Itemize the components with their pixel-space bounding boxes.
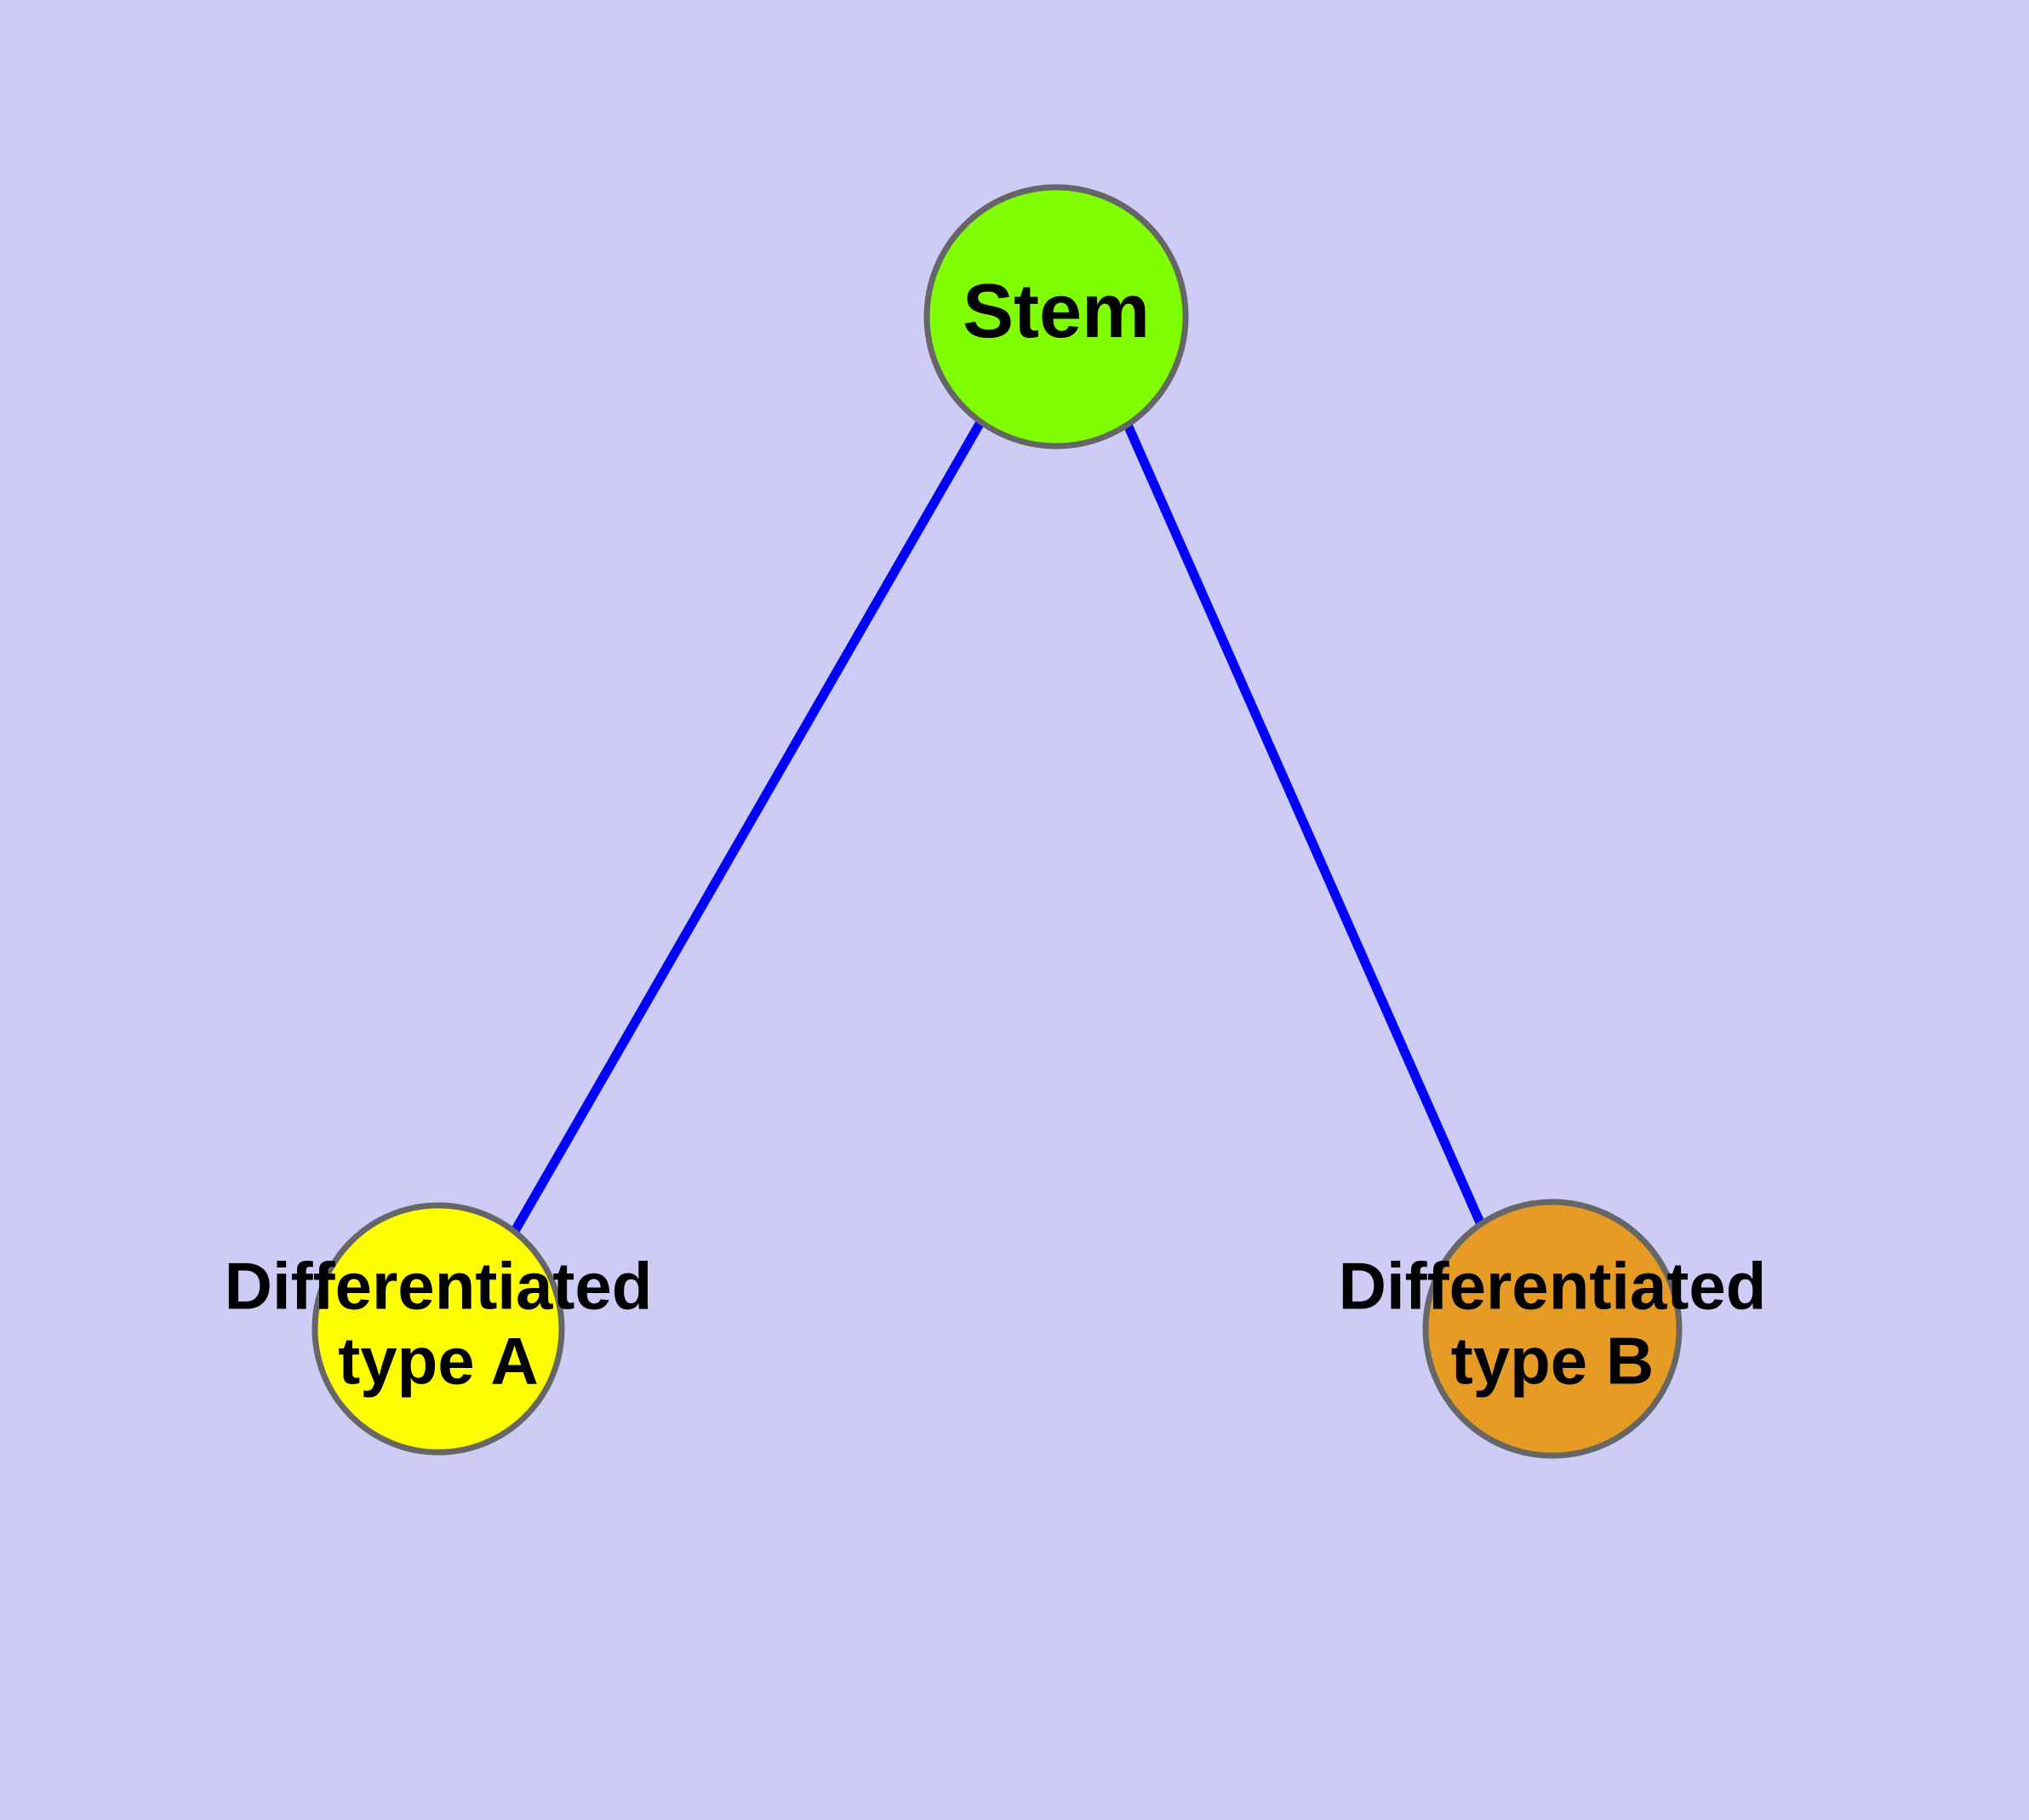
node-label-stem: Stem bbox=[963, 269, 1150, 354]
edge-stem-to-diff-a bbox=[511, 420, 985, 1233]
node-label-line-diff_b-0: Differentiated bbox=[1339, 1249, 1767, 1324]
node-circle-diff_a[interactable] bbox=[311, 1202, 565, 1456]
edges-layer bbox=[511, 420, 1488, 1233]
node-label-line-diff_a-1: type A bbox=[338, 1324, 539, 1399]
node-label-line-diff_b-1: type B bbox=[1451, 1324, 1654, 1399]
edge-stem-to-diff-b bbox=[1123, 422, 1488, 1231]
node-label-line-stem-0: Stem bbox=[963, 269, 1150, 354]
node-circle-diff_b[interactable] bbox=[1422, 1199, 1683, 1459]
nodes-layer bbox=[311, 184, 1683, 1459]
node-circle-stem[interactable] bbox=[923, 184, 1189, 449]
node-label-line-diff_a-0: Differentiated bbox=[225, 1249, 653, 1324]
